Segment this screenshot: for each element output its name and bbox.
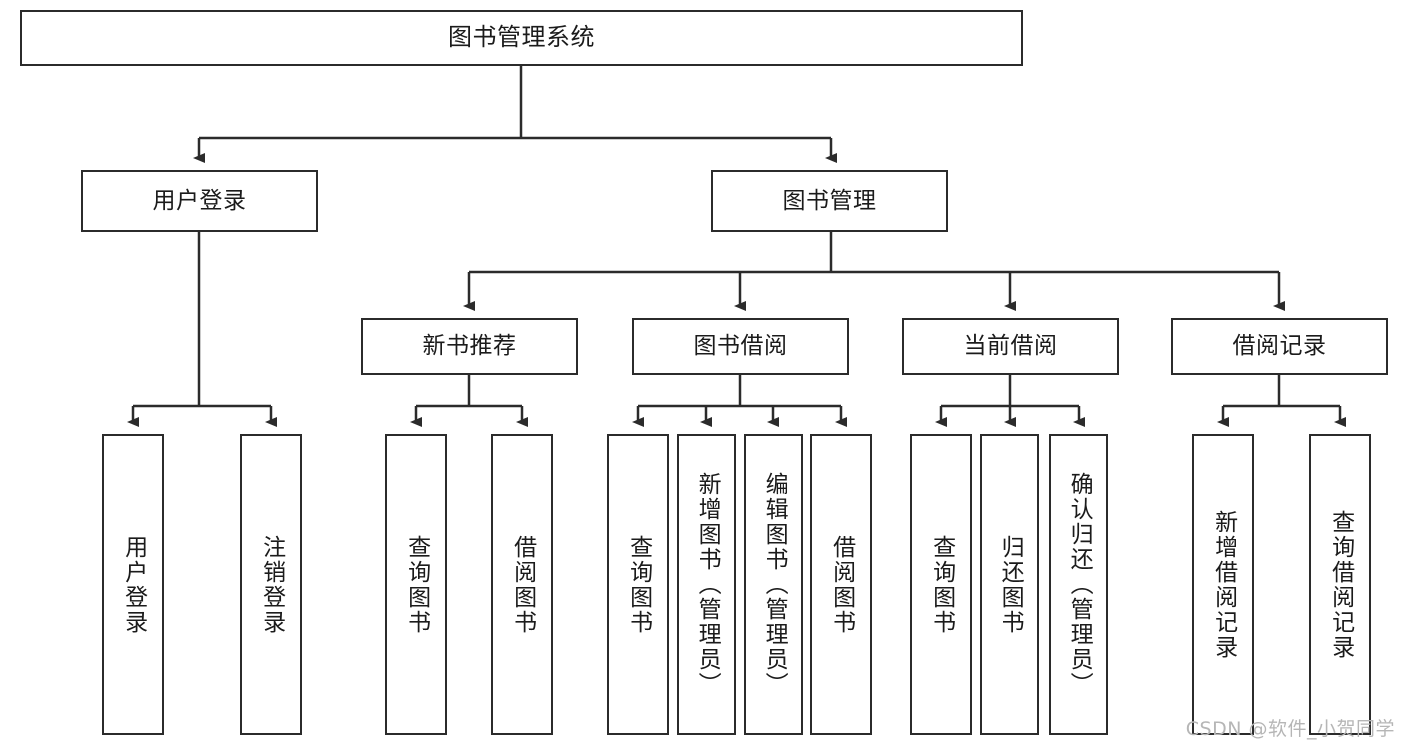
node-new-book-recommend[interactable]: 新书推荐: [361, 318, 578, 375]
leaf-label: 新增图书（管理员）: [694, 472, 721, 697]
leaf-label: 新增借阅记录: [1210, 509, 1237, 660]
leaf-newbook-query-book[interactable]: 查询图书: [385, 434, 447, 735]
leaf-borrow-borrow-book[interactable]: 借阅图书: [810, 434, 872, 735]
node-label: 图书管理系统: [448, 23, 595, 52]
leaf-current-return-book[interactable]: 归还图书: [980, 434, 1039, 735]
leaf-label: 查询借阅记录: [1327, 509, 1354, 660]
node-label: 图书借阅: [693, 333, 788, 360]
node-label: 借阅记录: [1232, 333, 1327, 360]
leaf-label: 查询图书: [928, 534, 955, 635]
leaf-record-add-record[interactable]: 新增借阅记录: [1192, 434, 1254, 735]
watermark: CSDN @软件_小贺同学: [1185, 718, 1395, 740]
leaf-label: 确认归还（管理员）: [1066, 472, 1093, 697]
node-current-borrow[interactable]: 当前借阅: [902, 318, 1119, 375]
leaf-label: 查询图书: [625, 534, 652, 635]
leaf-logout[interactable]: 注销登录: [240, 434, 302, 735]
node-label: 图书管理: [782, 187, 877, 214]
leaf-label: 借阅图书: [828, 534, 855, 635]
leaf-borrow-query-book[interactable]: 查询图书: [607, 434, 669, 735]
leaf-label: 借阅图书: [509, 534, 536, 635]
node-book-borrow[interactable]: 图书借阅: [632, 318, 849, 375]
leaf-label: 归还图书: [997, 534, 1024, 635]
leaf-newbook-borrow-book[interactable]: 借阅图书: [491, 434, 553, 735]
node-label: 用户登录: [152, 187, 247, 214]
leaf-label: 编辑图书（管理员）: [761, 472, 788, 697]
node-book-management[interactable]: 图书管理: [711, 170, 948, 232]
leaf-label: 注销登录: [258, 534, 285, 635]
node-label: 当前借阅: [963, 333, 1058, 360]
leaf-current-confirm-return-admin[interactable]: 确认归还（管理员）: [1049, 434, 1108, 735]
leaf-borrow-edit-book-admin[interactable]: 编辑图书（管理员）: [744, 434, 803, 735]
node-borrow-record[interactable]: 借阅记录: [1171, 318, 1388, 375]
leaf-label: 查询图书: [403, 534, 430, 635]
leaf-borrow-add-book-admin[interactable]: 新增图书（管理员）: [677, 434, 736, 735]
node-user-login[interactable]: 用户登录: [81, 170, 318, 232]
leaf-record-query-record[interactable]: 查询借阅记录: [1309, 434, 1371, 735]
node-root-system[interactable]: 图书管理系统: [20, 10, 1023, 66]
leaf-user-login[interactable]: 用户登录: [102, 434, 164, 735]
leaf-current-query-book[interactable]: 查询图书: [910, 434, 972, 735]
node-label: 新书推荐: [422, 333, 517, 360]
leaf-label: 用户登录: [120, 534, 147, 635]
